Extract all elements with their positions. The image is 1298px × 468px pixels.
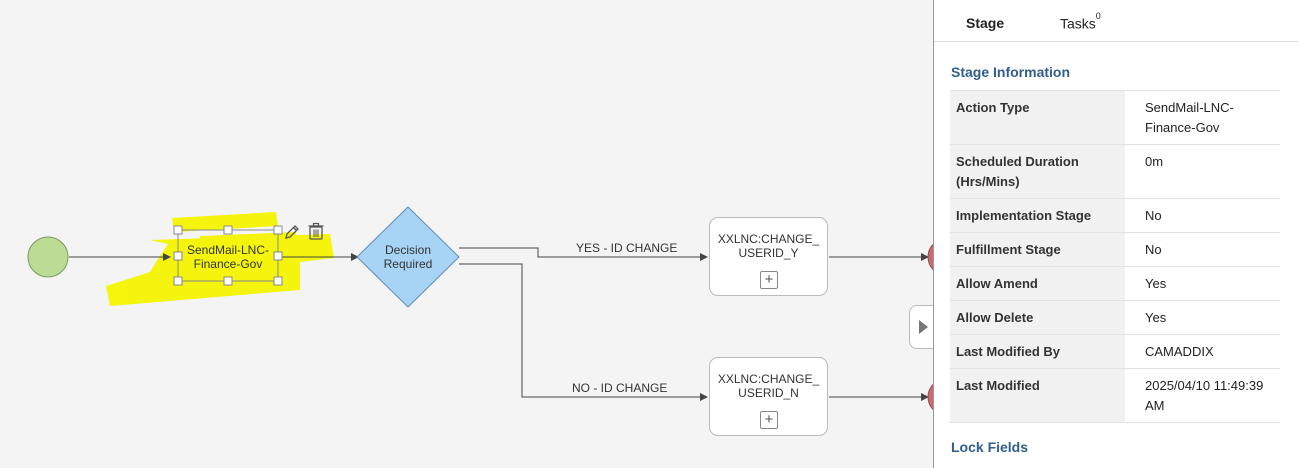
table-row: Allow Delete Yes [950,300,1280,335]
decision-label-line2: Required [383,257,433,271]
edge-yes-label: YES - ID CHANGE [576,241,678,255]
stage-label-line1: SendMail-LNC- [186,243,270,257]
stage-details-panel: Stage Tasks0 Stage Information Action Ty… [933,0,1298,468]
table-row: Implementation Stage No [950,198,1280,233]
table-row: Allow Amend Yes [950,266,1280,301]
stage-node-selection[interactable] [173,225,283,286]
stage-node-label: SendMail-LNC- Finance-Gov [178,243,278,271]
chevron-right-icon [919,320,928,334]
row-key: Fulfillment Stage [950,232,1125,267]
add-task-yes-button[interactable]: + [760,271,778,289]
row-value: 0m [1125,144,1280,199]
task-node-yes[interactable]: XXLNC:CHANGE_USERID_Y + [709,217,828,296]
edge-yes [459,247,708,261]
row-key: Allow Amend [950,266,1125,301]
tab-stage-label: Stage [966,15,1005,31]
add-task-no-button[interactable]: + [760,411,778,429]
table-row: Last Modified 2025/04/10 11:49:39 AM [950,368,1280,423]
edge-no-label: NO - ID CHANGE [572,381,668,395]
row-value: SendMail-LNC-Finance-Gov [1125,90,1280,145]
edge-no [459,263,708,401]
table-row: Last Modified By CAMADDIX [950,334,1280,369]
row-value: CAMADDIX [1125,334,1280,369]
row-value: No [1125,198,1280,233]
row-key: Action Type [950,90,1125,145]
trash-icon[interactable] [307,222,325,241]
row-value: 2025/04/10 11:49:39 AM [1125,368,1280,423]
row-value: Yes [1125,266,1280,301]
task-node-no[interactable]: XXLNC:CHANGE_USERID_N + [709,357,828,436]
table-row: Scheduled Duration (Hrs/Mins) 0m [950,144,1280,199]
table-row: Fulfillment Stage No [950,232,1280,267]
stage-label-line2: Finance-Gov [193,257,263,271]
row-key: Allow Delete [950,300,1125,335]
tab-tasks[interactable]: Tasks0 [1060,11,1101,32]
tab-stage[interactable]: Stage [966,15,1004,31]
panel-collapse-button[interactable] [909,305,935,349]
stage-info-table: Action Type SendMail-LNC-Finance-Gov Sch… [950,90,1280,423]
tab-tasks-label: Tasks [1060,15,1096,32]
decision-node-label: Decision Required [370,243,446,271]
task-no-label: XXLNC:CHANGE_USERID_N [717,372,820,400]
task-yes-label: XXLNC:CHANGE_USERID_Y [717,232,820,260]
row-key: Last Modified By [950,334,1125,369]
pencil-icon[interactable] [283,223,301,241]
lock-fields-title: Lock Fields [951,439,1029,455]
row-key: Last Modified [950,368,1125,423]
table-row: Action Type SendMail-LNC-Finance-Gov [950,90,1280,145]
row-key: Scheduled Duration (Hrs/Mins) [950,144,1125,199]
decision-label-line1: Decision [384,243,432,257]
panel-tabbar: Stage Tasks0 [934,0,1298,42]
start-node[interactable] [27,236,69,278]
row-key: Implementation Stage [950,198,1125,233]
tasks-count-badge: 0 [1095,11,1101,21]
row-value: No [1125,232,1280,267]
decision-node[interactable] [356,206,460,308]
row-value: Yes [1125,300,1280,335]
stage-information-title: Stage Information [951,64,1071,80]
